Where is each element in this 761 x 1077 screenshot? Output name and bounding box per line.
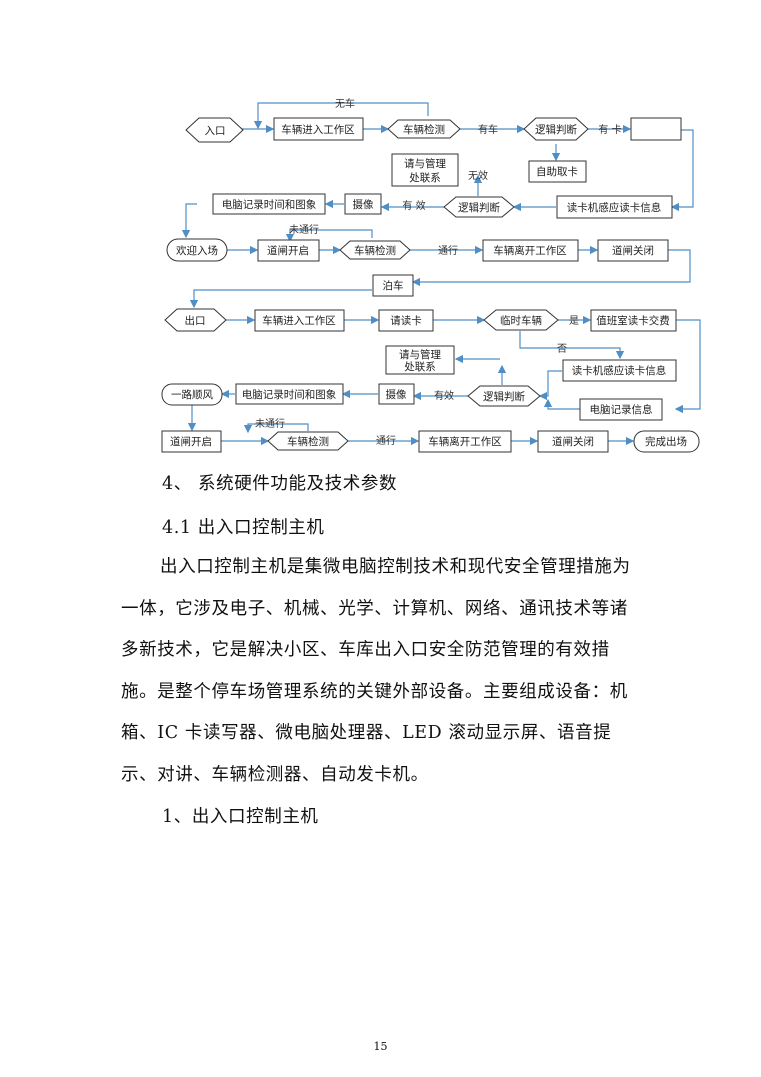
exit-leave-box <box>418 430 512 453</box>
exit-done: 完成出场 <box>645 435 687 448</box>
exit-passed: 通行 <box>376 434 396 447</box>
entry-logic1: 逻辑判断 <box>535 123 577 136</box>
exit-detect-shape <box>267 431 349 451</box>
exit-gate-close-box <box>537 430 609 453</box>
entry-detect: 车辆检测 <box>403 123 445 136</box>
page-number: 15 <box>373 1040 388 1053</box>
exit-reader: 读卡机感应读卡信息 <box>572 364 667 377</box>
body-paragraph: 出入口控制主机是集微电脑控制技术和现代安全管理措施为一体，它涉及电子、机械、光学… <box>121 557 631 785</box>
entry-logic2: 逻辑判断 <box>458 201 500 214</box>
entry-enter-box <box>273 117 364 141</box>
exit-not-passed: 未通行 <box>255 417 285 430</box>
entry-no-car: 无车 <box>335 97 355 110</box>
exit-reader-box <box>562 359 677 382</box>
entry-passed: 通行 <box>438 244 458 257</box>
exit-bye-shape <box>161 383 223 406</box>
parking-flowchart: 入口 车辆进入工作区 车辆检测 无车 有车 逻辑判断 有 卡 自助取卡 请与管理… <box>161 97 701 453</box>
exit-pc-record: 电脑记录信息 <box>590 403 653 416</box>
entry-reader: 读卡机感应读卡信息 <box>567 201 662 214</box>
entry-logic2-shape <box>443 196 515 218</box>
entry-camera-box <box>344 193 382 215</box>
exit-bye: 一路顺风 <box>171 388 213 401</box>
entry-not-passed: 未通行 <box>289 223 319 236</box>
item-heading: 1、出入口控制主机 <box>162 807 319 827</box>
entry-welcome: 欢迎入场 <box>176 244 218 257</box>
entry-gate-close-box <box>597 239 669 262</box>
entry-camera: 摄像 <box>353 198 374 211</box>
entry-detect2: 车辆检测 <box>354 244 396 257</box>
exit-temp-car-shape <box>483 309 559 331</box>
exit-pay-box <box>590 309 677 332</box>
entry-card-box <box>630 117 682 141</box>
entry-gate-open: 道闸开启 <box>267 244 309 257</box>
exit-camera: 摄像 <box>386 388 407 401</box>
exit-gate-open-box <box>161 430 222 453</box>
entry-self-card: 自助取卡 <box>536 165 578 178</box>
exit-logic: 逻辑判断 <box>483 390 525 403</box>
entry-enter: 车辆进入工作区 <box>281 123 355 136</box>
entry-has-card: 有 卡 <box>598 123 621 136</box>
exit-valid: 有效 <box>434 389 454 402</box>
entry-gate-close: 道闸关闭 <box>612 244 654 257</box>
exit-no: 否 <box>557 343 567 355</box>
exit-yes: 是 <box>569 315 579 327</box>
entry-start: 入口 <box>205 125 226 137</box>
entry-park-box <box>372 274 414 297</box>
entry-valid: 有 效 <box>402 199 425 212</box>
entry-welcome-shape <box>166 238 228 262</box>
subsection-heading: 4.1 出入口控制主机 <box>162 518 325 538</box>
entry-detect2-shape <box>339 240 411 260</box>
entry-contact-box <box>391 153 459 187</box>
exit-record-box <box>235 383 344 405</box>
entry-contact-line1: 请与管理 <box>404 157 446 170</box>
entry-start-shape <box>185 117 244 143</box>
exit-read-card-box <box>378 309 434 332</box>
exit-read-card: 请读卡 <box>390 314 422 327</box>
exit-start: 出口 <box>185 314 206 327</box>
entry-self-card-box <box>528 160 587 183</box>
exit-enter-box <box>254 309 345 332</box>
entry-park: 泊车 <box>383 279 404 292</box>
exit-start-shape <box>164 308 227 332</box>
entry-has-car: 有车 <box>478 123 498 136</box>
section-heading: 4、 系统硬件功能及技术参数 <box>162 474 398 494</box>
exit-gate-open: 道闸开启 <box>170 435 212 448</box>
entry-contact-line2: 处联系 <box>409 172 441 184</box>
exit-gate-close: 道闸关闭 <box>552 435 594 448</box>
exit-pay: 值班室读卡交费 <box>596 314 670 327</box>
entry-record-box <box>212 193 326 215</box>
exit-camera-box <box>378 383 415 405</box>
exit-enter: 车辆进入工作区 <box>262 314 336 327</box>
exit-contact-box <box>385 345 455 375</box>
exit-contact-line2: 处联系 <box>404 361 436 373</box>
exit-contact-line1: 请与管理 <box>399 348 441 361</box>
entry-gate-open-box <box>257 239 320 262</box>
entry-logic1-shape <box>523 117 589 141</box>
entry-invalid: 无效 <box>468 169 488 182</box>
entry-record: 电脑记录时间和图象 <box>222 198 317 211</box>
exit-detect: 车辆检测 <box>287 435 329 448</box>
exit-pc-record-box <box>579 398 663 421</box>
exit-done-shape <box>633 430 700 453</box>
exit-logic-shape <box>467 385 541 407</box>
entry-leave: 车辆离开工作区 <box>493 244 567 257</box>
exit-record: 电脑记录时间和图象 <box>242 388 337 401</box>
exit-temp-car: 临时车辆 <box>500 314 542 327</box>
entry-leave-box <box>482 239 579 262</box>
entry-reader-box <box>556 195 673 219</box>
entry-detect-shape <box>387 119 461 139</box>
exit-leave: 车辆离开工作区 <box>428 435 502 448</box>
